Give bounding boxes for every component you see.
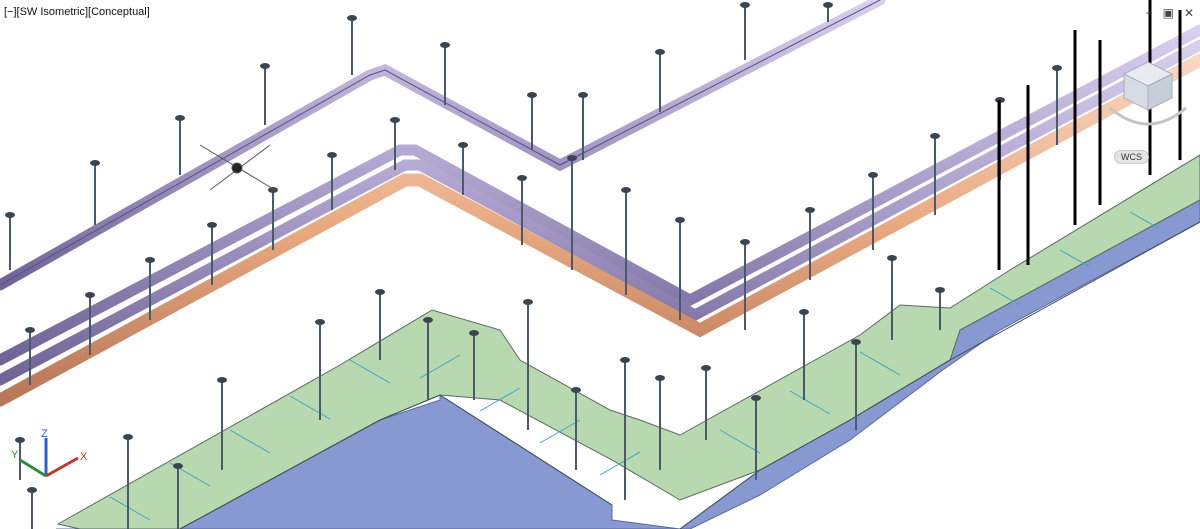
hanger-nut — [740, 2, 750, 8]
hanger-nut — [930, 133, 940, 139]
hanger-nut — [315, 319, 325, 325]
hanger-nut — [578, 92, 588, 98]
hanger-nut — [799, 309, 809, 315]
duct-joints — [109, 211, 1161, 521]
pipe-middle-line-a — [0, 24, 1200, 366]
crosshair-cursor-icon — [199, 144, 276, 191]
close-icon[interactable]: ✕ — [1183, 6, 1194, 20]
hanger-nut — [675, 217, 685, 223]
hanger-nut — [260, 63, 270, 69]
hanger-nut — [620, 357, 630, 363]
pipe-hangers — [5, 2, 1062, 529]
ucs-z-label: Z — [41, 428, 48, 440]
hanger-nut — [123, 434, 133, 440]
pipe-run-lower-insulated[interactable] — [0, 53, 1200, 407]
hanger-nut — [375, 289, 385, 295]
viewport-controls[interactable]: [−][SW Isometric][Conceptual] — [4, 6, 150, 18]
hanger-nut — [390, 117, 400, 123]
hanger-nut — [90, 160, 100, 166]
hanger-nut — [15, 437, 25, 443]
pipe-lower-line — [0, 53, 1200, 407]
hanger-nut — [517, 175, 527, 181]
hanger-nut — [175, 115, 185, 121]
hanger-nut — [805, 207, 815, 213]
hanger-nut — [173, 463, 183, 469]
hanger-nut — [935, 287, 945, 293]
hanger-nut — [571, 387, 581, 393]
hanger-nut — [27, 487, 37, 493]
wcs-menu-button[interactable]: WCS — [1114, 150, 1149, 164]
hanger-nut — [25, 327, 35, 333]
restore-icon[interactable]: ▣ — [1162, 6, 1174, 20]
hanger-nut — [523, 299, 533, 305]
hanger-nut — [327, 152, 337, 158]
hanger-nut — [751, 395, 761, 401]
minimize-icon[interactable]: − — [1145, 6, 1153, 20]
pipe-run-upper[interactable] — [0, 0, 886, 291]
hanger-nut — [740, 239, 750, 245]
hanger-nut — [527, 92, 537, 98]
hanger-nut — [207, 222, 217, 228]
viewport-controls-label[interactable]: [−][SW Isometric][Conceptual] — [4, 6, 150, 18]
hanger-nut — [868, 172, 878, 178]
duct-edge-lines — [179, 221, 1200, 529]
pipe-middle-line-b — [0, 39, 1200, 386]
hanger-nut — [701, 365, 711, 371]
hanger-nut — [5, 212, 15, 218]
hanger-nut — [567, 155, 577, 161]
hanger-nut — [851, 339, 861, 345]
hanger-nut — [440, 42, 450, 48]
duct-top-face — [56, 154, 1200, 529]
hanger-nut — [347, 15, 357, 21]
viewcube-icon[interactable] — [1108, 48, 1188, 143]
hanger-nut — [823, 2, 833, 8]
hanger-nut — [469, 330, 479, 336]
hanger-nut — [217, 377, 227, 383]
hanger-nut — [655, 375, 665, 381]
hanger-nut — [887, 255, 897, 261]
hanger-nut — [655, 49, 665, 55]
ucs-y-label: Y — [11, 449, 19, 461]
hanger-nut — [268, 187, 278, 193]
hanger-nut — [423, 317, 433, 323]
hanger-nut — [85, 292, 95, 298]
pipe-upper-outline — [0, 0, 881, 286]
hanger-nut — [145, 257, 155, 263]
hanger-nut — [458, 142, 468, 148]
pipe-run-middle[interactable] — [0, 24, 1200, 386]
hanger-nut — [621, 187, 631, 193]
ucs-axis-icon: Z X Y — [11, 428, 88, 478]
hanger-nut — [1052, 65, 1062, 71]
rectangular-duct-run[interactable] — [56, 154, 1200, 529]
ucs-x-label: X — [80, 451, 88, 463]
viewport-window-buttons[interactable]: − ▣ ✕ — [1146, 6, 1194, 20]
